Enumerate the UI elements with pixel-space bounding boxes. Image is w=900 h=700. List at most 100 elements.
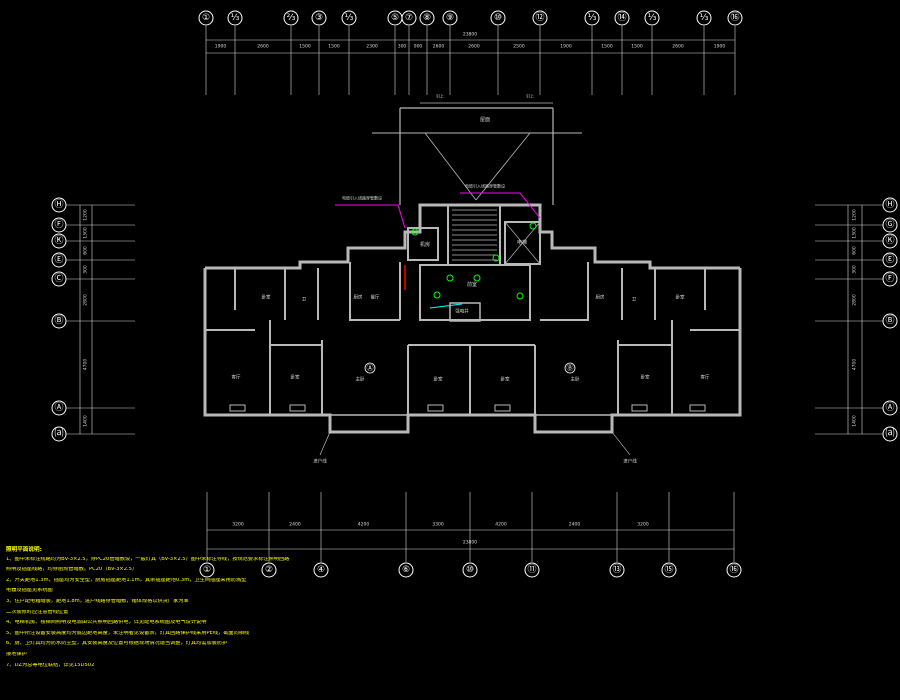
right-axis-bubble-label: Ⓚ bbox=[885, 235, 894, 246]
top-axis-bubble-label: ⑫ bbox=[535, 12, 544, 23]
top-axis-bubble-label: ⑧ bbox=[423, 13, 431, 23]
bottom-dim-segment: 4200 bbox=[495, 522, 507, 528]
top-axis-bubble-label: ⅓ bbox=[700, 13, 709, 23]
top-axis-bubble bbox=[198, 10, 214, 26]
left-axis-bubble-label: ⒜ bbox=[54, 428, 63, 439]
feed-note: 进户线 bbox=[623, 458, 637, 465]
note-line: 3、住户配电箱暗装，距地1.8m，进户线路穿管暗敷，箱体规格以供货厂家为准 bbox=[6, 598, 189, 604]
light-fixture bbox=[529, 222, 537, 230]
bottom-dim-segment: 3300 bbox=[432, 522, 444, 528]
meter-shaft-label: 强电井 bbox=[455, 308, 469, 315]
right-dim-segment: 1400 bbox=[852, 415, 858, 427]
window bbox=[631, 404, 648, 412]
bottom-dim-segment: 3200 bbox=[232, 522, 244, 528]
bottom-dim-segment: 2400 bbox=[289, 522, 301, 528]
outer-wall-top bbox=[205, 203, 740, 270]
left-dim-segment: 1200 bbox=[83, 209, 89, 221]
top-dim-segment: 300 bbox=[398, 44, 407, 50]
window bbox=[289, 404, 306, 412]
room-label: 卧室 bbox=[291, 374, 300, 381]
bottom-axis-bubble-label: ⑬ bbox=[612, 564, 621, 575]
room-label: 客厅 bbox=[232, 374, 241, 381]
right-dim-segment: 600 bbox=[852, 246, 858, 255]
unit-b-bubble bbox=[564, 362, 576, 374]
building-walls bbox=[203, 102, 742, 434]
top-axis-bubble-label: ⑨ bbox=[446, 13, 454, 23]
feed-leader bbox=[611, 431, 631, 456]
left-dim-segment: 600 bbox=[83, 246, 89, 255]
bottom-axis-bubble bbox=[261, 562, 277, 578]
riser-note: 引上 bbox=[526, 93, 534, 99]
right-dim-segment: 300 bbox=[852, 265, 858, 274]
note-line: 照明及插座线路，均穿阻燃管暗敷。PC20（BV-3×2.5） bbox=[6, 567, 138, 573]
top-dim-segment: 1500 bbox=[328, 44, 340, 50]
feed-line bbox=[429, 303, 463, 309]
room-label: 卧室 bbox=[501, 376, 510, 383]
bottom-axis-bubble bbox=[609, 562, 625, 578]
bottom-axis-bubble-label: ⑩ bbox=[466, 565, 474, 575]
top-axis-bubble-label: ⅓ bbox=[588, 13, 597, 23]
room-label: 卧室 bbox=[641, 374, 650, 381]
room-label: 客厅 bbox=[701, 374, 710, 381]
top-dim-segment: 2600 bbox=[468, 44, 480, 50]
notes-lines: 1、图中未标注线路均为BV-3×2.5，穿PC20管暗敷设，一般灯具（BV-3×… bbox=[6, 557, 346, 668]
room-label: 主卧 bbox=[356, 376, 365, 383]
top-dim-segment: 1900 bbox=[714, 44, 726, 50]
bottom-axis-bubble bbox=[199, 562, 215, 578]
window bbox=[229, 404, 246, 412]
top-dim-segment: 1500 bbox=[601, 44, 613, 50]
top-axis-bubble bbox=[532, 10, 548, 26]
top-axis-bubble-label: ① bbox=[202, 13, 210, 23]
left-axis-bubble-label: Ⓚ bbox=[54, 235, 63, 246]
left-dim-segment: 1300 bbox=[83, 227, 89, 239]
top-dim-segment: 2300 bbox=[366, 44, 378, 50]
partition bbox=[540, 262, 589, 321]
top-axis-bubble-label: ⑯ bbox=[730, 12, 739, 23]
top-axis-bubble bbox=[311, 10, 327, 26]
left-dim-segment: 300 bbox=[83, 265, 89, 274]
light-fixture bbox=[411, 228, 419, 236]
lift-label: 电梯 bbox=[517, 239, 527, 246]
right-axis-bubble-label: Ⓔ bbox=[885, 254, 894, 265]
notes-title: 照明平面说明: bbox=[6, 547, 42, 553]
bottom-axis-bubble-label: ④ bbox=[317, 565, 325, 575]
mech-room-label: 机房 bbox=[420, 241, 430, 248]
top-axis-bubble bbox=[419, 10, 435, 26]
design-notes: 照明平面说明: 1、图中未标注线路均为BV-3×2.5，穿PC20管暗敷设，一般… bbox=[6, 547, 346, 673]
cable-route bbox=[335, 204, 406, 229]
lobby bbox=[419, 264, 531, 321]
note-line: 4、电梯机房、楼梯间照明及电源由公共照明回路供电，详见配电系统图及电气设计说明 bbox=[6, 620, 207, 626]
note-line: 7、DZ为总等电位联结，详见15D502 bbox=[6, 662, 95, 668]
feed-leader bbox=[319, 431, 331, 456]
top-axis-bubble-label: ⑦ bbox=[405, 13, 413, 23]
top-dim-total: 23800 bbox=[463, 32, 477, 38]
lift-a bbox=[407, 227, 439, 261]
room-label: 卧室 bbox=[262, 294, 271, 301]
bottom-axis-bubble-label: ⑪ bbox=[527, 564, 536, 575]
top-dim-segment: 2600 bbox=[257, 44, 269, 50]
balcony bbox=[534, 414, 613, 433]
bottom-dim-segment: 4200 bbox=[358, 522, 370, 528]
outer-wall bbox=[203, 268, 742, 434]
top-axis-bubble-label: ⑤ bbox=[391, 13, 399, 23]
top-axis-bubble-label: ⅓ bbox=[231, 13, 240, 23]
note-line: 5、图中所注设备安装高度均为底边距地高度，未注明者见设备表，灯具回路保护线采用P… bbox=[6, 630, 250, 636]
cable-note: 电缆引入线路穿管敷设 bbox=[342, 195, 382, 201]
room-label: 厨房 bbox=[354, 294, 363, 301]
right-dim-segment: 1300 bbox=[852, 227, 858, 239]
right-dim-segment: 2800 bbox=[852, 294, 858, 306]
light-fixture bbox=[433, 291, 441, 299]
right-dim-segment: 1200 bbox=[852, 209, 858, 221]
roof-slope bbox=[475, 132, 531, 201]
room-label: 卫 bbox=[302, 297, 307, 303]
room-label: 主卧 bbox=[571, 376, 580, 383]
unit-a-label: Ⓐ bbox=[367, 364, 374, 372]
top-dim-segment: 1900 bbox=[560, 44, 572, 50]
bottom-dim-segment: 2400 bbox=[569, 522, 581, 528]
unit-b-label: Ⓑ bbox=[567, 364, 574, 372]
bottom-axis-bubble-label: ① bbox=[203, 565, 211, 575]
note-line: 2、开关距地1.3m，插座均为安全型，厨房插座距地1.1m，其余插座距地0.3m… bbox=[6, 577, 247, 583]
left-axis-bubble-label: Ⓒ bbox=[54, 273, 63, 284]
top-axis-bubble bbox=[727, 10, 743, 26]
